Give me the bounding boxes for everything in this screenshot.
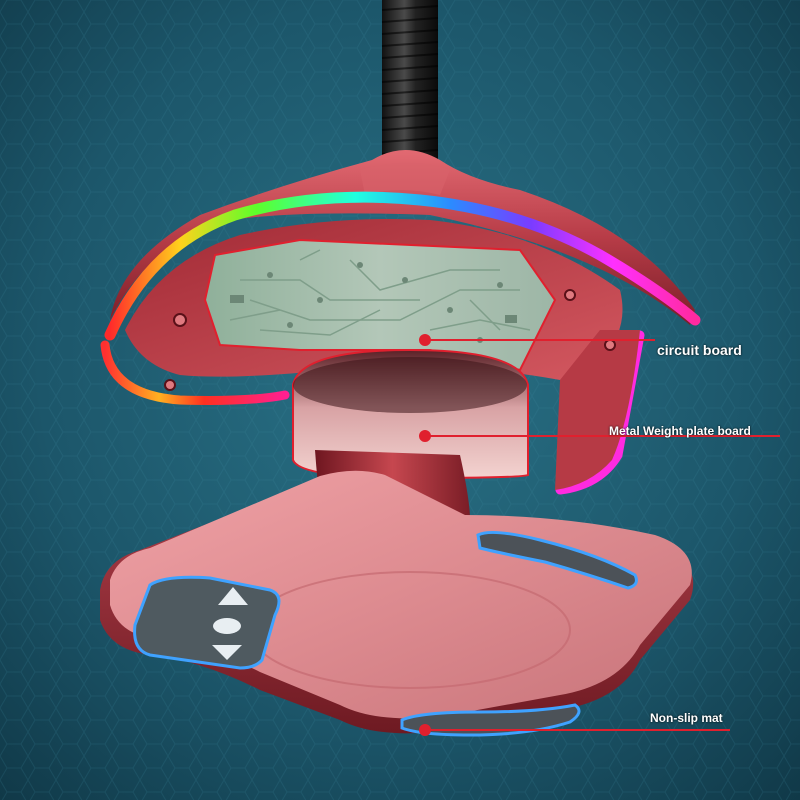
screw-post (564, 289, 576, 301)
callout-lines (419, 334, 780, 736)
callout-label-metal-weight-plate: Metal Weight plate board (609, 424, 751, 438)
screw-post (164, 379, 176, 391)
arrow-down-icon (212, 645, 242, 660)
gooseneck-tube (381, 0, 439, 175)
arrow-up-icon (218, 587, 248, 605)
screw-post (173, 313, 187, 327)
non-slip-mat (400, 530, 638, 737)
metal-weight-plate (292, 348, 529, 480)
screw-post (604, 339, 616, 351)
control-button-pad (133, 575, 281, 670)
callout-dot-circuit (419, 334, 431, 346)
callout-dot-metal (419, 430, 431, 442)
circuit-board (203, 238, 557, 372)
callout-label-non-slip-mat: Non-slip mat (650, 711, 723, 725)
callout-label-circuit-board: circuit board (657, 342, 742, 358)
callout-dot-mat (419, 724, 431, 736)
oval-button-icon (213, 618, 241, 634)
